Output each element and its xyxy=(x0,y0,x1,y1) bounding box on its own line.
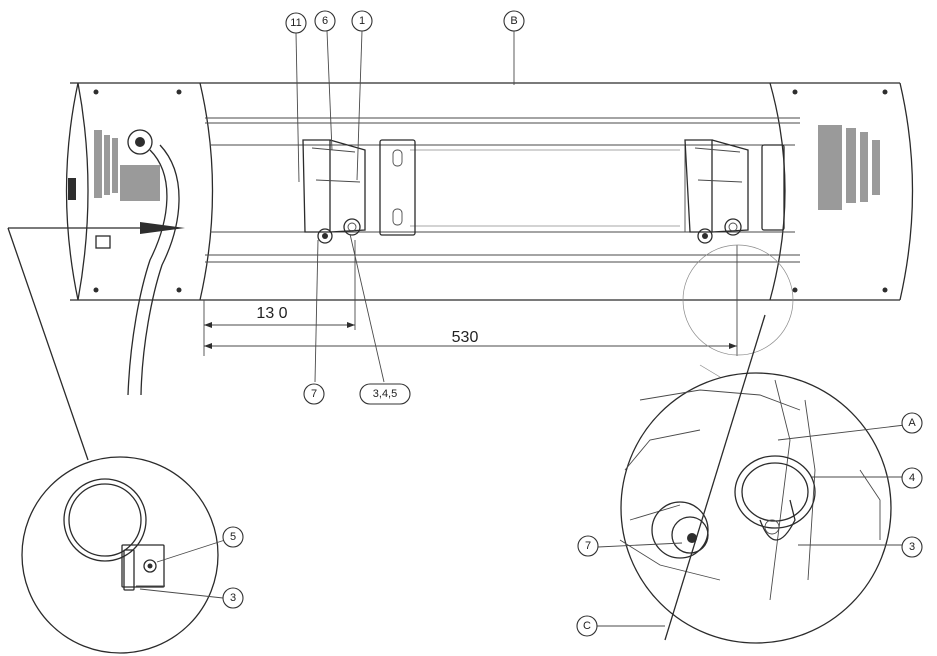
callout-6: 6 xyxy=(314,10,336,151)
dimension-530-label: 530 xyxy=(452,329,479,346)
callout-3-4-5-label: 3,4,5 xyxy=(373,388,397,400)
callout-6-label: 6 xyxy=(322,15,328,27)
callout-7-label: 7 xyxy=(311,388,317,400)
callout-1-label: 1 xyxy=(359,15,365,27)
callout-7: 7 xyxy=(303,239,325,405)
detail-right-callout-3: 3 xyxy=(909,541,915,553)
detail-right-callout-c: C xyxy=(583,620,591,632)
dimension-130: 13 0 xyxy=(203,240,356,356)
detail-right-callout-4: 4 xyxy=(909,472,915,484)
detail-right-callout-a: A xyxy=(908,417,916,429)
callout-b-label: B xyxy=(510,15,517,27)
callout-3-4-5: 3,4,5 xyxy=(349,233,411,405)
dimension-130-label: 13 0 xyxy=(256,305,287,322)
callout-1: 1 xyxy=(351,10,373,181)
detail-left-callout-3: 3 xyxy=(230,592,236,604)
heater-body xyxy=(65,82,914,396)
callout-b: B xyxy=(503,10,525,85)
dimension-530: 530 xyxy=(204,245,738,356)
callout-11-label: 11 xyxy=(290,17,301,29)
detail-left-callout-5: 5 xyxy=(230,531,236,543)
detail-right: A 4 3 7 C xyxy=(576,244,923,644)
arrow-left-detail xyxy=(7,222,185,461)
detail-right-callout-7: 7 xyxy=(585,540,591,552)
detail-left: 5 3 xyxy=(21,456,244,654)
callout-11: 11 xyxy=(285,12,307,183)
